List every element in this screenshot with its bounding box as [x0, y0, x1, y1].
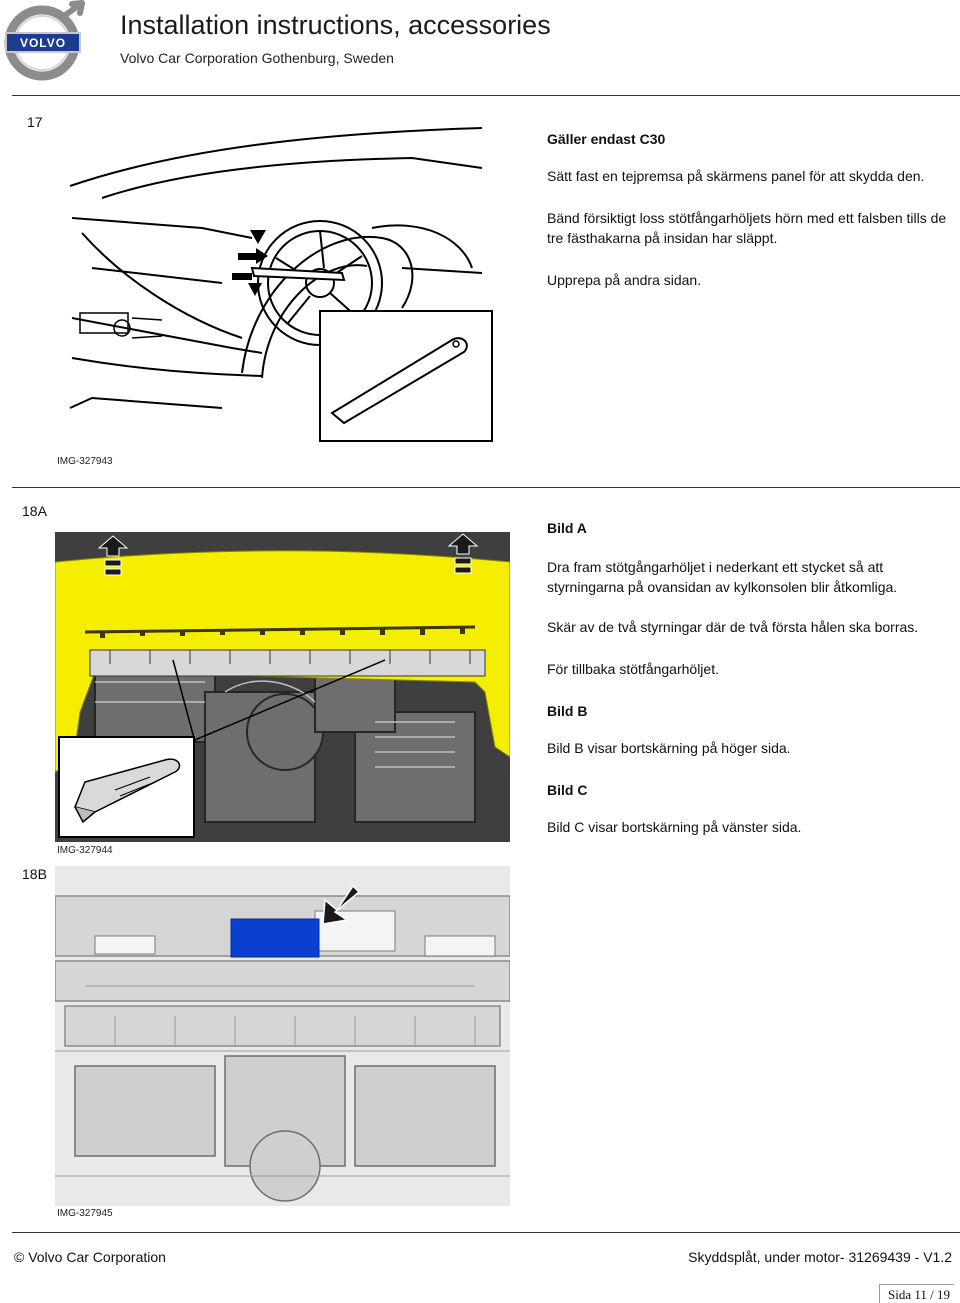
- step-18a-bild-a-heading: Bild A: [547, 520, 587, 536]
- step-18a-text-3: För tillbaka stötfångarhöljet.: [547, 661, 719, 677]
- step-18b-photo: [55, 866, 510, 1206]
- step-number-18a: 18A: [22, 503, 47, 519]
- step-18a-image-id: IMG-327944: [57, 845, 113, 856]
- step-18a-text-2: Skär av de två styrningar där de två för…: [547, 619, 919, 635]
- step-number-18b: 18B: [22, 866, 47, 882]
- step-18b-image-id: IMG-327945: [57, 1208, 113, 1219]
- page-number: Sida 11 / 19: [879, 1284, 954, 1303]
- footer-document-info: Skyddsplåt, under motor- 31269439 - V1.2: [688, 1249, 952, 1265]
- step-17-text-3: Upprepa på andra sidan.: [547, 272, 702, 288]
- step-18a-text-4: Bild B visar bortskärning på höger sida.: [547, 740, 791, 756]
- page-subtitle: Volvo Car Corporation Gothenburg, Sweden: [120, 50, 394, 66]
- volvo-logo: VOLVO: [0, 0, 92, 84]
- step-17-image-id: IMG-327943: [57, 456, 113, 467]
- step-number-17: 17: [27, 114, 43, 130]
- step-17-text-2: Bänd försiktigt loss stötfångarhöljets h…: [547, 210, 947, 246]
- logo-wordmark: VOLVO: [20, 36, 66, 50]
- step-18a-text-5: Bild C visar bortskärning på vänster sid…: [547, 819, 802, 835]
- step-18a-bild-c-heading: Bild C: [547, 782, 588, 798]
- step-18a-photo: [55, 532, 510, 842]
- step-17-heading: Gäller endast C30: [547, 131, 666, 147]
- step-17-divider: [12, 487, 960, 488]
- step-18a-text-1: Dra fram stötgångarhöljet i nederkant et…: [547, 559, 898, 595]
- step-17-illustration: [62, 108, 532, 448]
- header-divider: [12, 95, 960, 96]
- footer-divider: [12, 1232, 960, 1233]
- footer-copyright: © Volvo Car Corporation: [14, 1249, 166, 1265]
- page-title: Installation instructions, accessories: [120, 10, 551, 40]
- step-17-text-1: Sätt fast en tejpremsa på skärmens panel…: [547, 168, 925, 184]
- step-18a-bild-b-heading: Bild B: [547, 703, 588, 719]
